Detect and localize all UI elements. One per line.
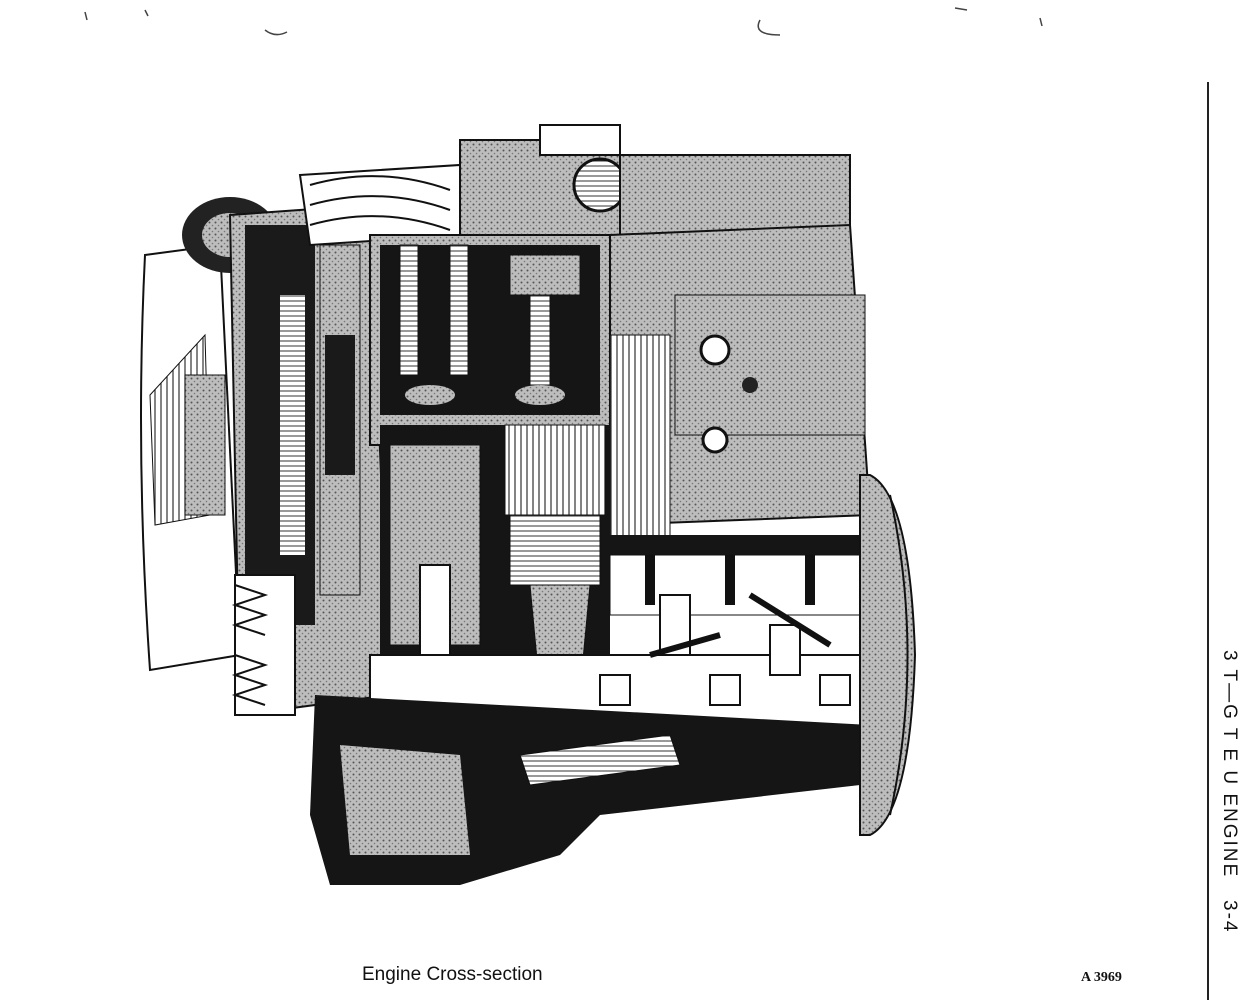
scan-artifacts bbox=[84, 7, 1043, 36]
side-running-header: 3 T—G T E U ENGINE 3-4 bbox=[1212, 650, 1240, 990]
side-page-number: 3-4 bbox=[1219, 900, 1240, 934]
figure-caption: Engine Cross-section bbox=[362, 964, 543, 985]
side-section-title: 3 T—G T E U ENGINE bbox=[1219, 650, 1240, 879]
figure-number: A 3969 bbox=[1081, 970, 1122, 985]
engine-cross-section-illustration bbox=[140, 124, 917, 885]
page-edge-rule bbox=[1207, 82, 1209, 1000]
